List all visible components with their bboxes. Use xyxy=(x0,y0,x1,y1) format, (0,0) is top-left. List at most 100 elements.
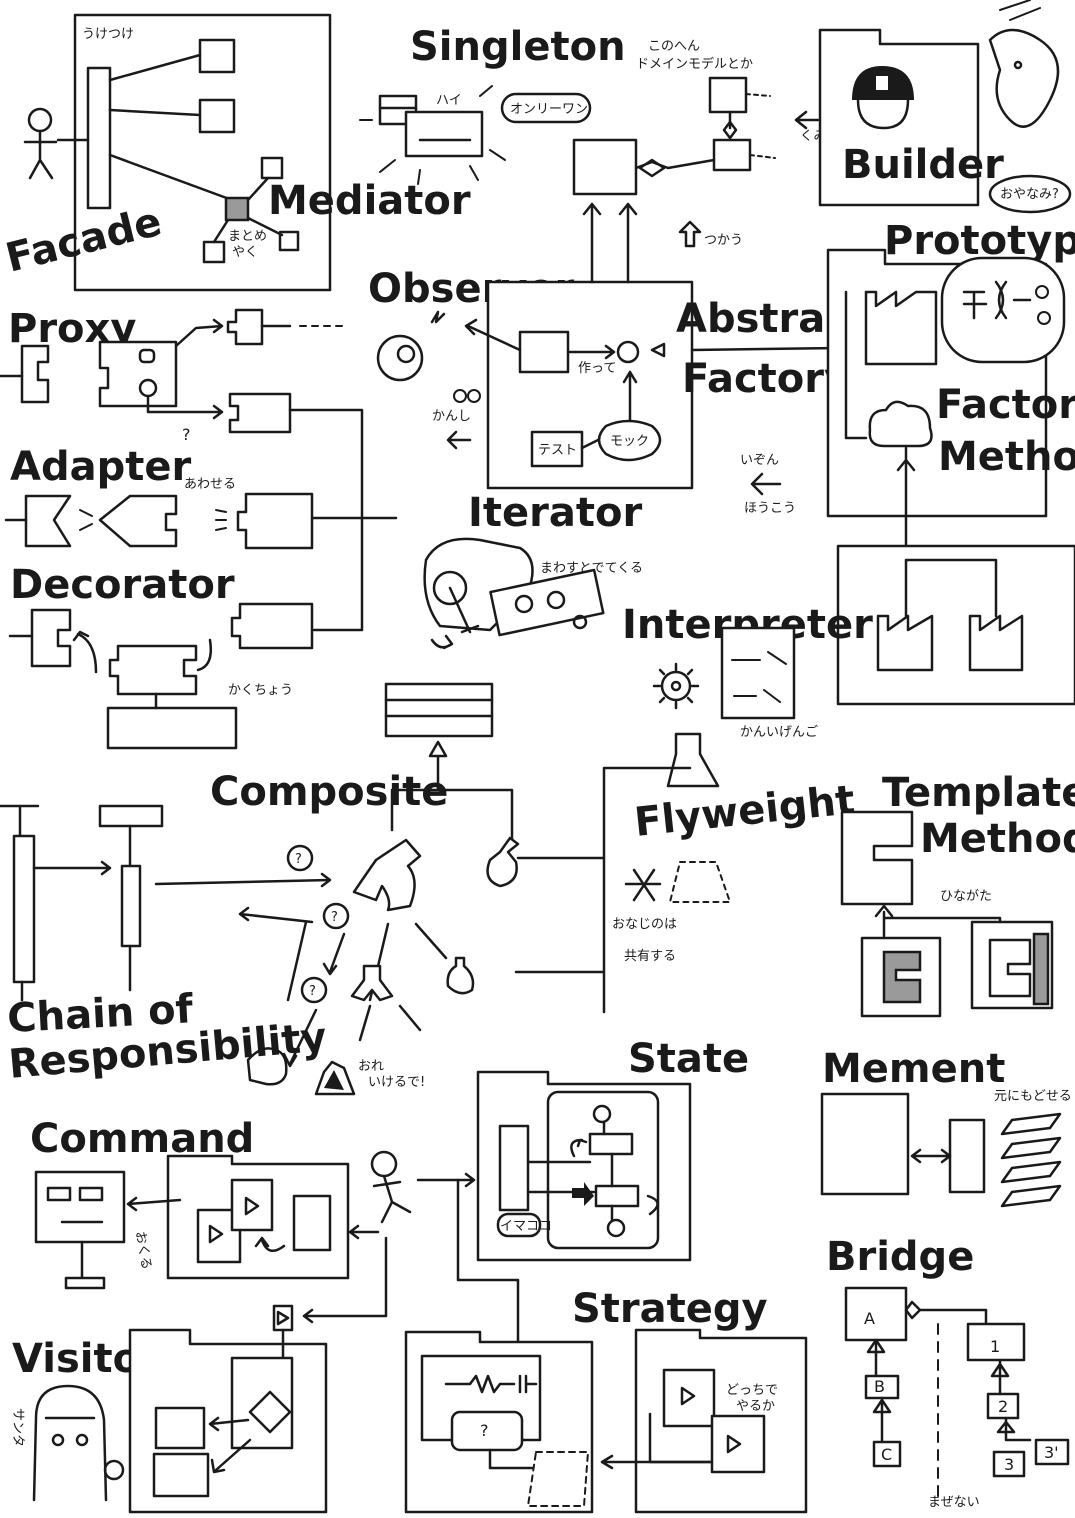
title-adapter: Adapter xyxy=(10,444,191,490)
chain-handler-1 xyxy=(12,834,36,984)
state-machine xyxy=(546,1090,660,1250)
note-izon-2: ほうこう xyxy=(744,501,796,516)
title-bridge: Bridge xyxy=(826,1234,974,1280)
decorator-section: Decorator かくちょう xyxy=(8,562,314,750)
observer-frame xyxy=(486,280,694,490)
lightning-icon xyxy=(430,310,446,324)
adapter-adapter xyxy=(98,494,178,548)
factory-icon-3 xyxy=(968,614,1024,672)
strategy-section: Strategy ? どっちで やるか xyxy=(404,1286,808,1514)
girl-mascot-icon xyxy=(32,1384,125,1502)
aggregation-diamond xyxy=(638,158,666,178)
label-c: C xyxy=(881,1445,892,1464)
note-masumasu: まわすとでてくる xyxy=(540,561,643,576)
person-icon xyxy=(23,107,58,180)
oyanami-bubble xyxy=(988,174,1072,214)
proxy-client xyxy=(20,344,50,404)
mediator-center xyxy=(224,196,250,222)
decorator-component xyxy=(30,608,72,668)
note-okuru: おくる xyxy=(132,1230,154,1271)
visitor-node-1 xyxy=(154,1406,206,1450)
bridge-abstraction-a xyxy=(844,1286,908,1342)
command-section: Command おくる xyxy=(30,1116,528,1362)
composite-leaf-2 xyxy=(446,956,475,995)
chain-section: ? ? ? おれ いけるで! Chain of Responsibility xyxy=(0,804,425,1096)
proxy-object xyxy=(98,340,178,408)
memento-originator xyxy=(820,1092,910,1196)
state-context xyxy=(498,1124,530,1212)
title-template: Template xyxy=(882,770,1075,816)
bridge-c xyxy=(872,1440,902,1468)
thumbs-up-icon xyxy=(246,1047,288,1086)
bridge-impl-2 xyxy=(986,1392,1020,1420)
note-onaji-2: 共有する xyxy=(624,949,676,964)
interpreter-section: Interpreter かんいげんご xyxy=(622,602,873,740)
chain-handler-2 xyxy=(120,864,142,948)
factory-icon-2 xyxy=(876,614,934,672)
bridge-impl-3 xyxy=(992,1450,1026,1478)
note-hi: ハイ xyxy=(436,93,462,108)
title-factory: Factory xyxy=(682,356,850,402)
label-3p: 3' xyxy=(1044,1443,1059,1462)
decorator-base xyxy=(106,706,238,750)
imakoko-bubble xyxy=(496,1212,542,1238)
note-oyanami: おやなみ? xyxy=(1000,187,1059,202)
observer-section: Observer 作って かんし テスト モック つかう Abstract Fa… xyxy=(368,202,868,516)
visitor-packet xyxy=(272,1304,294,1332)
title-strategy: Strategy xyxy=(572,1286,768,1332)
decorator-wrapper xyxy=(108,644,198,696)
factory-method-frame xyxy=(836,544,1075,706)
arrow-left-icon xyxy=(794,110,820,130)
label-a: A xyxy=(864,1309,875,1328)
binocular-icon xyxy=(453,389,467,403)
bridge-impl-1 xyxy=(966,1322,1026,1362)
note-mazenai: まぜない xyxy=(928,1495,980,1510)
singleton-section: Singleton ハイ オンリーワン xyxy=(359,24,626,185)
note-tsukutte: 作って xyxy=(578,361,616,376)
mediator-lines xyxy=(212,176,284,244)
builder-part-1 xyxy=(708,76,748,114)
composite-node-2 xyxy=(350,964,394,1002)
title-flyweight: Flyweight xyxy=(632,777,857,846)
bridge-section: Bridge A B C 1 2 3 3' まぜない xyxy=(826,1234,1070,1510)
facade-bar xyxy=(86,66,112,210)
builder-worker-icon xyxy=(852,66,914,130)
note-awaseru: あわせる xyxy=(184,477,236,492)
visitor-node-2 xyxy=(152,1452,210,1498)
note-onaji-1: おなじのは xyxy=(612,917,677,932)
composite-node-1 xyxy=(352,838,422,912)
proxy-section: Proxy ? xyxy=(0,306,364,632)
title-prototype: Prototype xyxy=(884,218,1075,264)
composite-section: Composite xyxy=(210,682,520,1042)
note-uketsuke: うけつけ xyxy=(82,27,134,42)
note-ikeru: いけるで! xyxy=(368,1075,425,1090)
title-decorator: Decorator xyxy=(10,562,235,608)
note-only-one: オンリーワン xyxy=(510,102,588,117)
note-hinagata: ひながた xyxy=(940,889,992,904)
label-3: 3 xyxy=(1004,1455,1014,1474)
title-composite: Composite xyxy=(210,769,448,815)
composite-class xyxy=(384,682,494,738)
proxy-real-subject xyxy=(226,308,264,346)
flyweight-flask-icon xyxy=(666,732,720,788)
gear-icon xyxy=(660,670,692,702)
observer-product xyxy=(616,340,640,364)
note-domain-2: ドメインモデルとか xyxy=(636,56,753,72)
mediator-colleague-2 xyxy=(278,230,300,252)
note-dotchi-1: どっちで xyxy=(726,1383,778,1398)
note-santa: サンタ xyxy=(10,1408,25,1447)
visitor-section: Visitor サンタ xyxy=(10,1304,328,1514)
note-question: ? xyxy=(182,425,191,444)
dna-icon xyxy=(962,280,1008,320)
command-receiver xyxy=(34,1170,126,1244)
flyweight-ghost-icon xyxy=(669,861,731,903)
singleton-sparkles xyxy=(359,85,506,185)
state-node-1 xyxy=(588,1132,634,1156)
builder-director xyxy=(572,138,638,196)
label-1: 1 xyxy=(990,1337,1000,1356)
chain-header-2 xyxy=(98,804,164,828)
note-kanshi: かんし xyxy=(432,409,471,424)
note-domain-1: このへん xyxy=(648,39,700,54)
note-ore: おれ xyxy=(358,1059,384,1074)
